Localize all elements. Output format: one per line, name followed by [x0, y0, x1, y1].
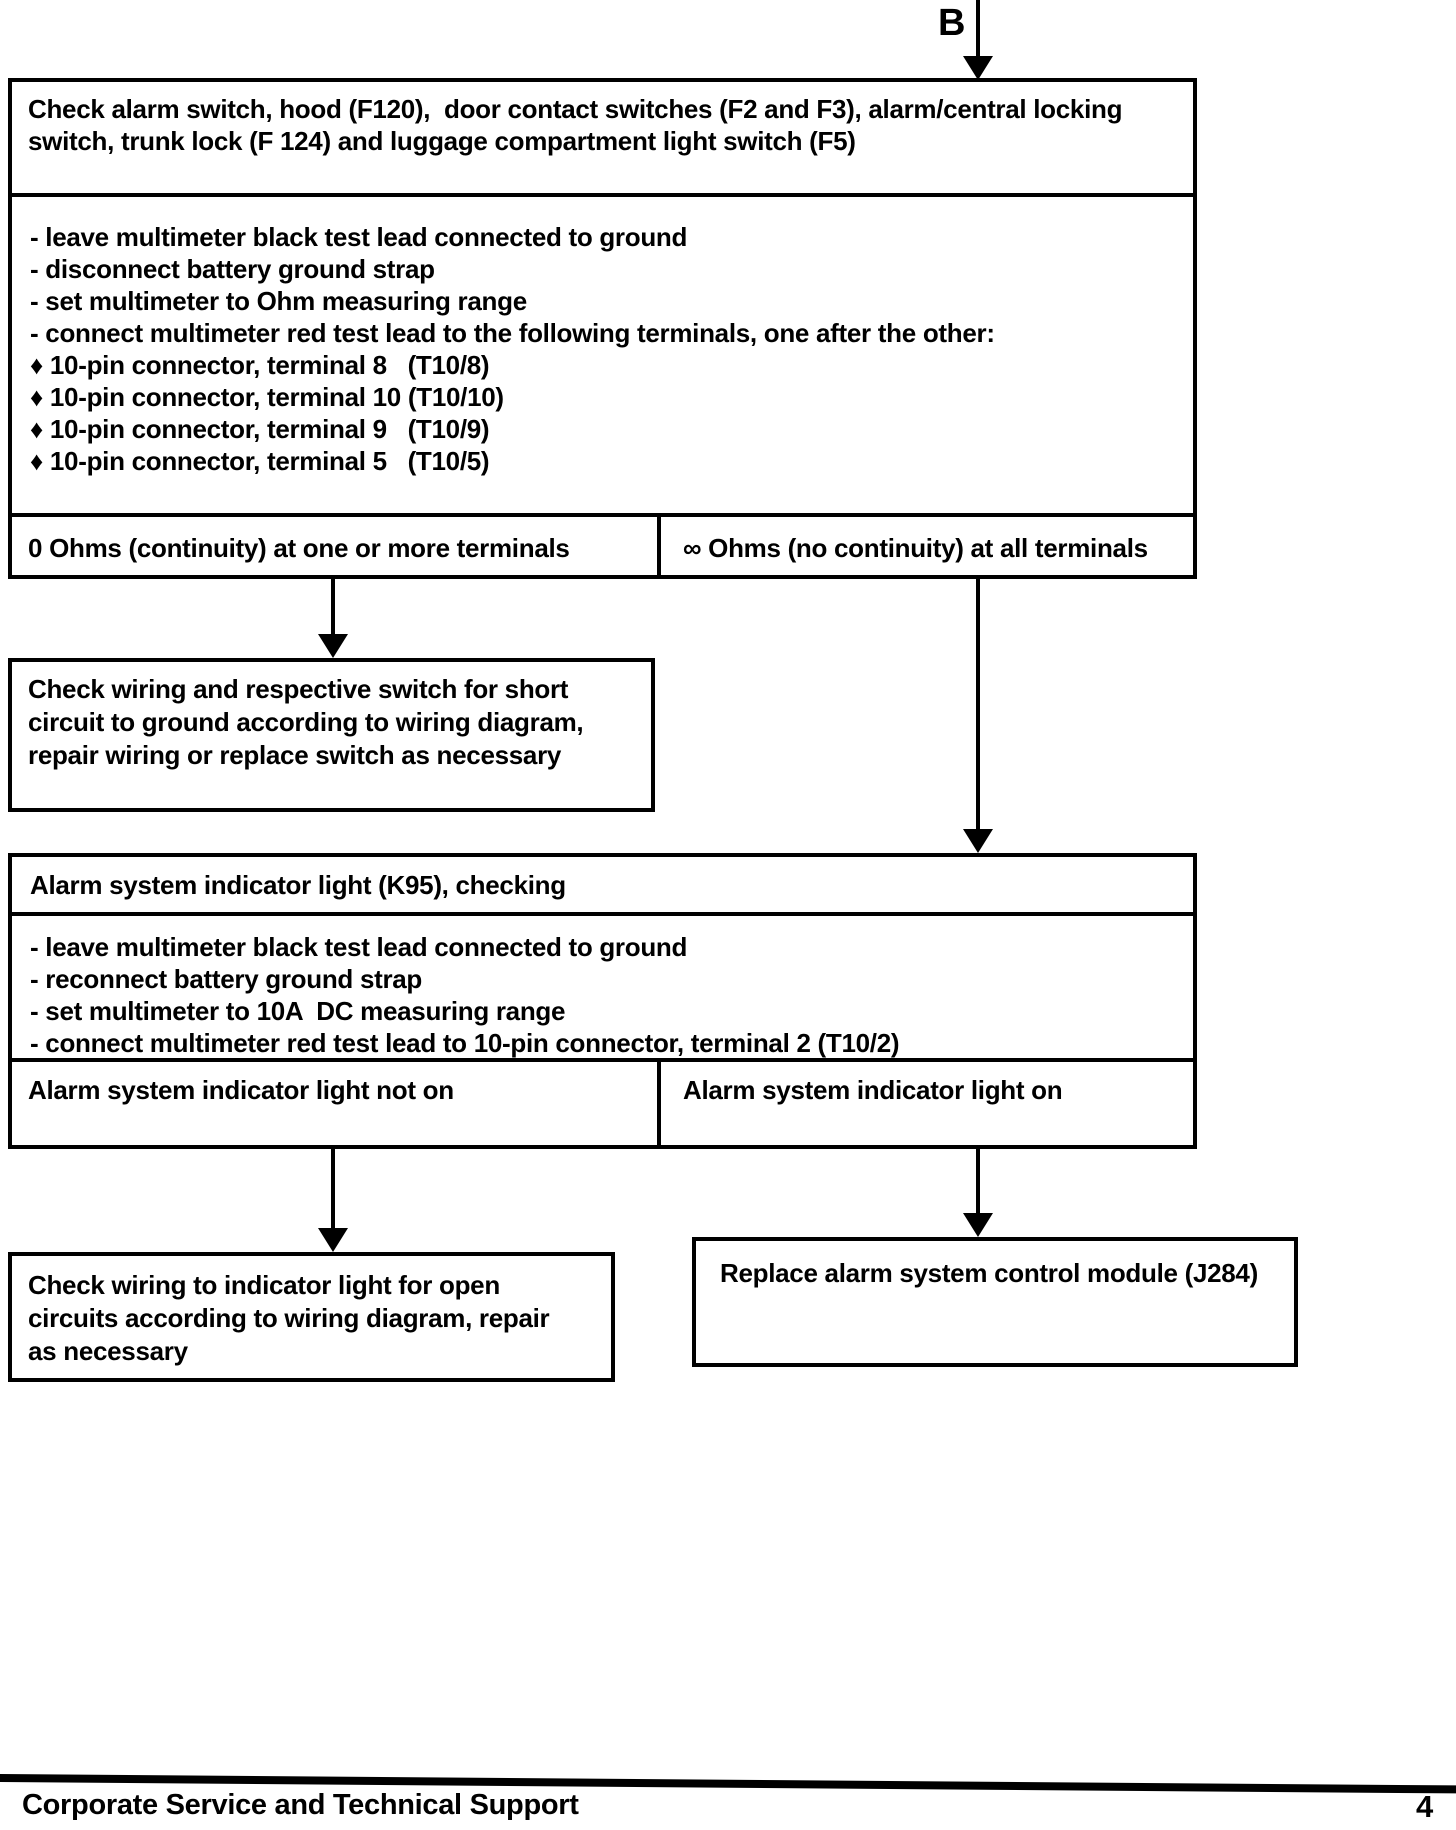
open-circuit-line-3: as necessary	[28, 1336, 188, 1366]
arrow-line-open-circuit	[331, 1149, 335, 1231]
k95-step-line: - set multimeter to 10A DC measuring ran…	[30, 996, 566, 1026]
ohm-result-left-label: 0 Ohms (continuity) at one or more termi…	[28, 533, 570, 563]
arrowhead-open-circuit-icon	[318, 1228, 348, 1252]
check-switches-box: Check alarm switch, hood (F120), door co…	[8, 78, 1197, 197]
arrow-line-replace-module	[976, 1149, 980, 1217]
replace-module-box: Replace alarm system control module (J28…	[692, 1237, 1298, 1367]
connector-b-arrow-line	[976, 0, 980, 60]
page-number: 4	[1416, 1789, 1434, 1824]
open-circuit-box: Check wiring to indicator light for open…	[8, 1252, 615, 1382]
ohm-step-line: - leave multimeter black test lead conne…	[30, 222, 688, 252]
arrow-line-k95	[976, 579, 980, 831]
ohm-test-steps-box: - leave multimeter black test lead conne…	[8, 193, 1197, 517]
ohm-step-bullet-line: ♦ 10-pin connector, terminal 9 (T10/9)	[30, 414, 490, 444]
light-result-left-label: Alarm system indicator light not on	[28, 1075, 454, 1105]
k95-header-box: Alarm system indicator light (K95), chec…	[8, 853, 1197, 916]
ohm-step-bullet-line: ♦ 10-pin connector, terminal 8 (T10/8)	[30, 350, 490, 380]
connector-b-arrowhead-icon	[963, 56, 993, 80]
open-circuit-line-1: Check wiring to indicator light for open	[28, 1270, 500, 1300]
short-circuit-box: Check wiring and respective switch for s…	[8, 658, 655, 812]
check-switches-line-1: Check alarm switch, hood (F120), door co…	[28, 94, 1123, 124]
short-circuit-line-3: repair wiring or replace switch as neces…	[28, 740, 562, 770]
k95-header-label: Alarm system indicator light (K95), chec…	[30, 870, 566, 900]
k95-step-line: - reconnect battery ground strap	[30, 964, 423, 994]
arrowhead-replace-module-icon	[963, 1213, 993, 1237]
short-circuit-line-2: circuit to ground according to wiring di…	[28, 707, 584, 737]
ohm-step-line: - disconnect battery ground strap	[30, 254, 435, 284]
ohm-step-line: - connect multimeter red test lead to th…	[30, 318, 995, 348]
light-result-right-label: Alarm system indicator light on	[683, 1075, 1063, 1105]
footer-title: Corporate Service and Technical Support	[22, 1789, 579, 1821]
ohm-result-right-label: ∞ Ohms (no continuity) at all terminals	[683, 533, 1148, 563]
light-result-left-cell: Alarm system indicator light not on	[8, 1058, 661, 1149]
arrow-line-short-circuit	[331, 579, 335, 637]
k95-steps-box: - leave multimeter black test lead conne…	[8, 912, 1197, 1062]
k95-step-line: - connect multimeter red test lead to 10…	[30, 1028, 900, 1058]
ohm-step-line: - set multimeter to Ohm measuring range	[30, 286, 527, 316]
check-switches-line-2: switch, trunk lock (F 124) and luggage c…	[28, 126, 856, 156]
short-circuit-line-1: Check wiring and respective switch for s…	[28, 674, 569, 704]
connector-b-label: B	[938, 2, 966, 44]
open-circuit-line-2: circuits according to wiring diagram, re…	[28, 1303, 550, 1333]
ohm-result-right-cell: ∞ Ohms (no continuity) at all terminals	[657, 513, 1197, 579]
arrowhead-short-circuit-icon	[318, 634, 348, 658]
ohm-step-bullet-line: ♦ 10-pin connector, terminal 10 (T10/10)	[30, 382, 504, 412]
ohm-result-left-cell: 0 Ohms (continuity) at one or more termi…	[8, 513, 661, 579]
replace-module-label: Replace alarm system control module (J28…	[720, 1258, 1258, 1288]
k95-step-line: - leave multimeter black test lead conne…	[30, 932, 688, 962]
arrowhead-k95-icon	[963, 829, 993, 853]
ohm-step-bullet-line: ♦ 10-pin connector, terminal 5 (T10/5)	[30, 446, 490, 476]
light-result-right-cell: Alarm system indicator light on	[657, 1058, 1197, 1149]
